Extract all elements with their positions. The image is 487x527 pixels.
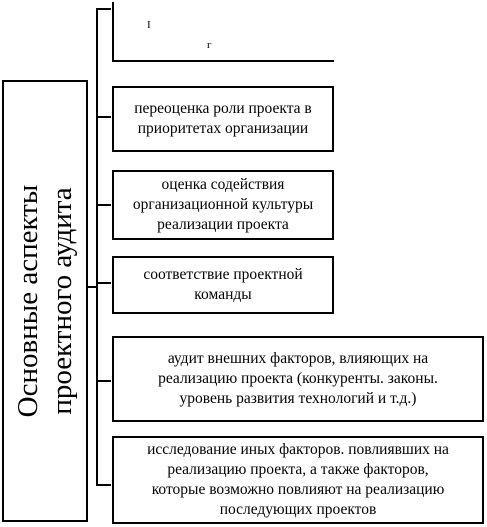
root-node: Основные аспекты проектного аудита	[2, 80, 88, 522]
aspect-node-line: последующих проектов	[219, 501, 377, 518]
aspect-node-line: оценка содействия	[161, 176, 285, 193]
connector-line	[96, 484, 111, 486]
aspect-node-6: исследование иных факторов. повлиявших н…	[112, 436, 484, 524]
root-label-line: проектного аудита	[46, 187, 78, 415]
aspect-node-line: аудит внешних факторов, влияющих на	[167, 350, 429, 367]
root-label-line: Основные аспекты	[12, 184, 44, 418]
connector-line	[96, 380, 111, 382]
aspect-node-line: переоценка роли проекта в	[134, 100, 312, 117]
connector-line	[96, 8, 111, 10]
aspect-node-1-line: I	[147, 19, 151, 31]
aspect-node-line: исследование иных факторов. повлиявших н…	[147, 441, 449, 458]
aspect-node-line: которые возможно повлияют на реализацию	[151, 481, 445, 498]
aspect-node-line: реализации проекта	[157, 216, 289, 233]
aspect-node-line: уровень развития технологий и т.д.)	[179, 390, 417, 407]
root-connector	[88, 286, 97, 288]
aspect-node-line: соответствие проектной	[143, 266, 303, 283]
root-label: Основные аспекты проектного аудита	[11, 185, 79, 418]
aspect-node-line: реализацию проекта (конкуренты. законы.	[158, 370, 438, 387]
spine-line	[96, 8, 98, 485]
aspect-node-1-line: г	[207, 39, 212, 51]
aspect-node-line: организационной культуры	[132, 196, 314, 213]
connector-line	[96, 116, 111, 118]
aspect-node-3: оценка содействия организационной культу…	[112, 170, 334, 240]
aspect-node-line: приоритетах организации	[137, 120, 309, 137]
aspect-node-5: аудит внешних факторов, влияющих на реал…	[112, 336, 484, 422]
aspect-node-4: соответствие проектной команды	[112, 256, 334, 314]
connector-line	[96, 204, 111, 206]
aspect-node-line: команды	[194, 286, 252, 303]
aspect-node-line: реализацию проекта, а также факторов,	[167, 461, 429, 478]
connector-line	[96, 282, 111, 284]
aspect-node-1: I г	[112, 2, 334, 62]
aspect-node-2: переоценка роли проекта в приоритетах ор…	[112, 86, 334, 152]
